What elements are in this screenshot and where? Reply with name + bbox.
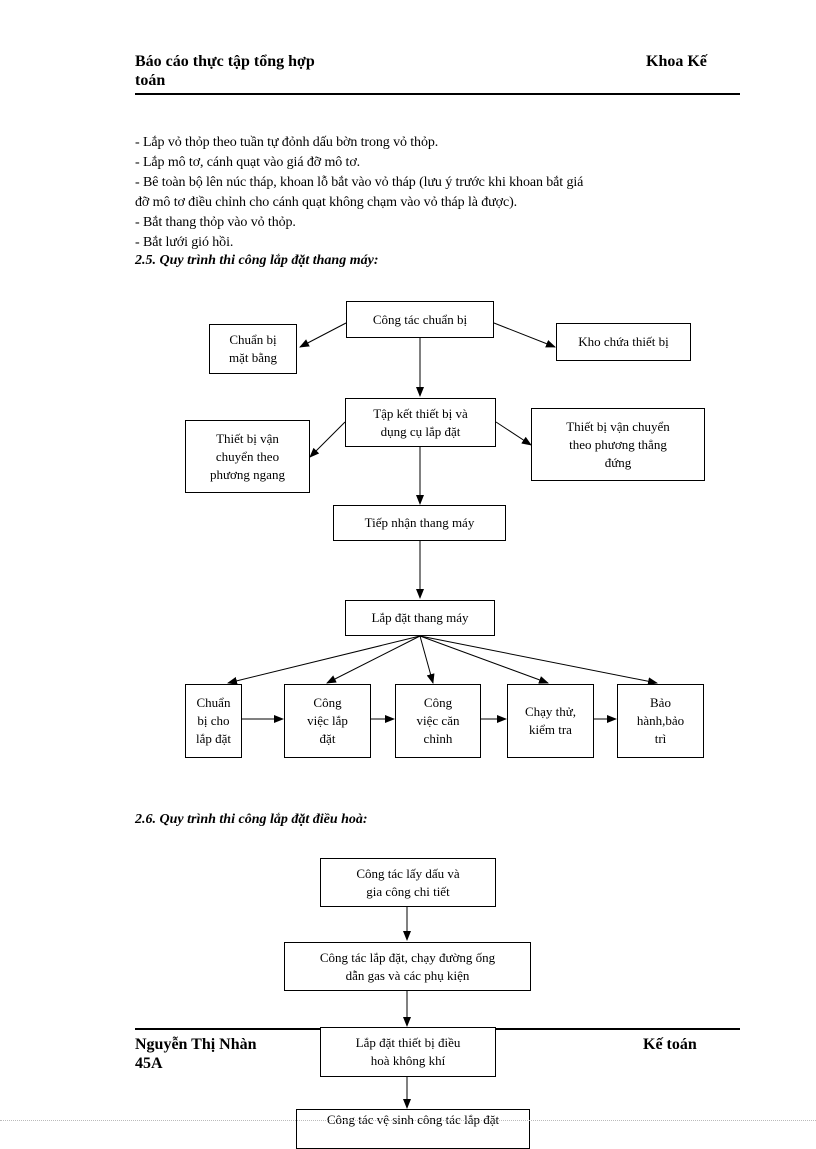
section-heading-air-conditioning: 2.6. Quy trình thi công lắp đặt điều hoà… xyxy=(135,812,368,827)
body-line: - Bê toàn bộ lên núc tháp, khoan lỗ bắt … xyxy=(135,175,584,190)
flow-box-step-testing: Chạy thử, kiểm tra xyxy=(507,684,594,758)
flow-box-next-step-partial: Công tác vệ sinh công tác lắp đặt xyxy=(296,1109,530,1149)
page-edge-dots xyxy=(0,1120,816,1121)
flow-box-site-preparation: Chuẩn bị mặt bằng xyxy=(209,324,297,374)
header-rule xyxy=(135,93,740,95)
header-left-title: Báo cáo thực tập tổng hợp toán xyxy=(135,53,315,89)
flow-box-step-warranty: Bảo hành,bảo trì xyxy=(617,684,704,758)
header-right-title: Khoa Kế xyxy=(646,53,707,70)
body-line: - Lắp vỏ thỏp theo tuần tự đỏnh dấu bờn … xyxy=(135,135,439,150)
footer-department: Kế toán xyxy=(643,1036,697,1053)
flow-box-horizontal-transport: Thiết bị vận chuyển theo phương ngang xyxy=(185,420,310,493)
flow-box-gather-equipment: Tập kết thiết bị và dụng cụ lắp đặt xyxy=(345,398,496,447)
flow-box-step-prepare: Chuẩn bị cho lắp đặt xyxy=(185,684,242,758)
body-text: - Lắp vỏ thỏp theo tuần tự đỏnh dấu bờn … xyxy=(135,133,743,253)
flow-box-receive-elevator: Tiếp nhận thang máy xyxy=(333,505,506,541)
section-heading-elevator: 2.5. Quy trình thi công lắp đặt thang má… xyxy=(135,253,379,268)
flow-box-equipment-storage: Kho chứa thiết bị xyxy=(556,323,691,361)
flow-box-install-elevator: Lắp đặt thang máy xyxy=(345,600,495,636)
body-line: đỡ mô tơ điều chỉnh cho cánh quạt không … xyxy=(135,195,518,210)
flow-box-vertical-transport: Thiết bị vận chuyển theo phương thẳng đứ… xyxy=(531,408,705,481)
flow-box-gas-piping: Công tác lắp đặt, chạy đường ống dẫn gas… xyxy=(284,942,531,991)
flow-box-ac-installation: Lắp đặt thiết bị điều hoà không khí xyxy=(320,1027,496,1077)
flow-box-marking-fabrication: Công tác lấy dấu và gia công chi tiết xyxy=(320,858,496,907)
flow-box-step-installation: Công việc lắp đặt xyxy=(284,684,371,758)
flow-box-preparation: Công tác chuẩn bị xyxy=(346,301,494,338)
body-line: - Bắt thang thỏp vào vỏ thỏp. xyxy=(135,215,296,230)
footer-author: Nguyễn Thị Nhàn 45A xyxy=(135,1036,257,1072)
body-line: - Lắp mô tơ, cánh quạt vào giá đỡ mô tơ. xyxy=(135,155,361,170)
flow-box-step-alignment: Công việc căn chỉnh xyxy=(395,684,481,758)
body-line: - Bắt lưới gió hồi. xyxy=(135,235,234,250)
